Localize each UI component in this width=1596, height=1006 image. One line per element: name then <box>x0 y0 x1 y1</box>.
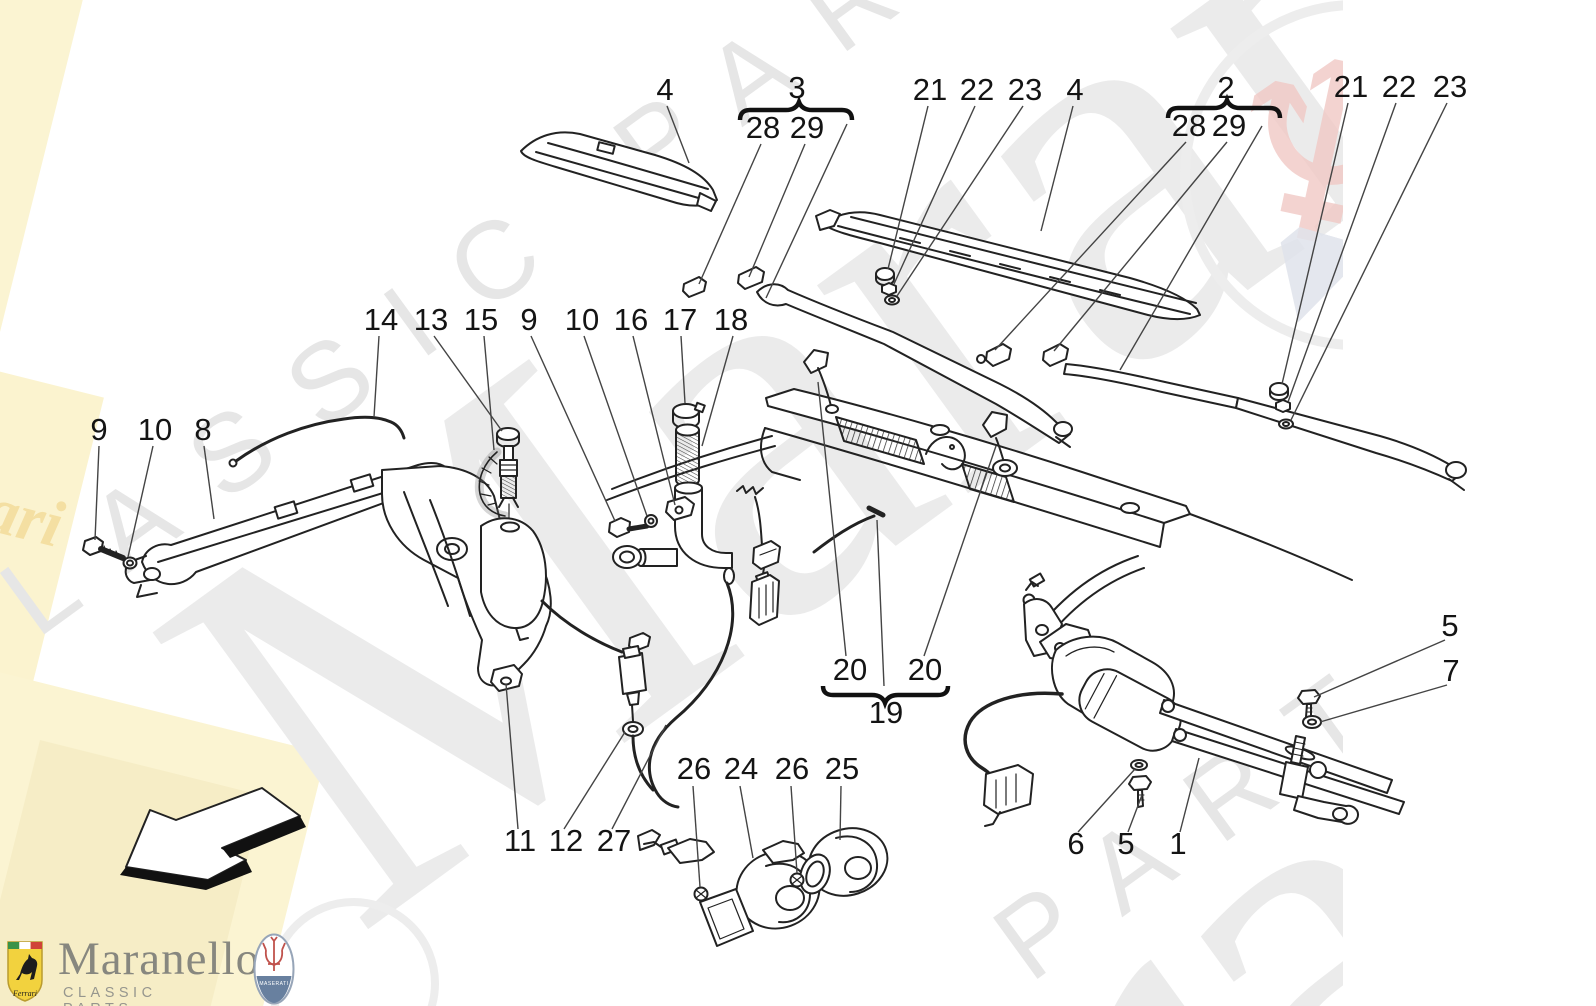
motor-mounting-bolts <box>1128 689 1322 808</box>
washer-jet-left <box>803 349 839 414</box>
callout-numbers: 4 3 28 29 21 22 23 4 2 28 29 21 22 23 14… <box>90 69 1467 861</box>
callout: 15 <box>464 302 498 337</box>
callout: 23 <box>1433 69 1467 104</box>
callout: 28 <box>1172 108 1206 143</box>
callout: 4 <box>656 72 673 107</box>
callout: 10 <box>138 412 172 447</box>
callout: 18 <box>714 302 748 337</box>
wiper-arm-right <box>976 343 1467 491</box>
jet-hose <box>812 505 886 554</box>
callout: 25 <box>825 751 859 786</box>
horn-right <box>762 827 889 897</box>
callout: 26 <box>775 751 809 786</box>
callout: 19 <box>869 695 903 730</box>
callout: 8 <box>194 412 211 447</box>
callout: 16 <box>614 302 648 337</box>
callout: 20 <box>833 652 867 687</box>
maserati-label: MASERATI <box>259 981 288 987</box>
callout: 26 <box>677 751 711 786</box>
pump-filter-group <box>608 401 735 585</box>
callout: 28 <box>746 110 780 145</box>
horn-left <box>637 829 821 947</box>
fastener-stack-right <box>1269 382 1294 430</box>
callout: 5 <box>1117 826 1134 861</box>
callout: 3 <box>788 70 805 105</box>
level-gauge <box>496 427 520 523</box>
callout: 22 <box>1382 69 1416 104</box>
callout: 10 <box>565 302 599 337</box>
callout: 1 <box>1169 826 1186 861</box>
maserati-oval-icon: MASERATI <box>253 933 295 1005</box>
callout: 9 <box>520 302 537 337</box>
wiper-arm-left <box>682 266 1073 448</box>
logo-wordmark: Maranello <box>58 933 261 985</box>
ferrari-label: Ferrari <box>12 989 37 998</box>
gauge-sheath <box>474 447 510 521</box>
pump-connectors <box>736 485 781 626</box>
fastener-stack-left <box>875 267 900 306</box>
wiper-blade-left <box>520 131 718 212</box>
callout: 29 <box>790 110 824 145</box>
callout: 9 <box>90 412 107 447</box>
callout: 24 <box>724 751 758 786</box>
direction-arrow-icon <box>120 787 306 890</box>
cowl-panel <box>606 388 1353 641</box>
callout: 13 <box>414 302 448 337</box>
callout: 2 <box>1217 70 1234 105</box>
callout: 12 <box>549 823 583 858</box>
callout: 14 <box>364 302 398 337</box>
callout: 17 <box>663 302 697 337</box>
callout: 22 <box>960 72 994 107</box>
callout: 5 <box>1441 608 1458 643</box>
wiper-motor-linkage <box>1022 572 1405 825</box>
wiper-blade-right <box>815 209 1201 321</box>
callout: 21 <box>1334 69 1368 104</box>
reservoir-hose <box>228 415 406 468</box>
callout: 29 <box>1212 108 1246 143</box>
callout: 7 <box>1442 653 1459 688</box>
callout: 23 <box>1008 72 1042 107</box>
callout: 4 <box>1066 72 1083 107</box>
washer-jet-right <box>982 411 1018 477</box>
callout: 11 <box>504 823 536 858</box>
callout: 21 <box>913 72 947 107</box>
callout: 6 <box>1067 826 1084 861</box>
logo-tagline: CLASSIC PARTS <box>63 985 157 1006</box>
callout: 27 <box>597 823 631 858</box>
motor-cable-connector <box>963 691 1064 827</box>
callout: 20 <box>908 652 942 687</box>
leader-lines <box>94 102 1448 888</box>
ferrari-shield-icon: Ferrari <box>7 941 43 1002</box>
group-braces <box>737 93 1283 710</box>
